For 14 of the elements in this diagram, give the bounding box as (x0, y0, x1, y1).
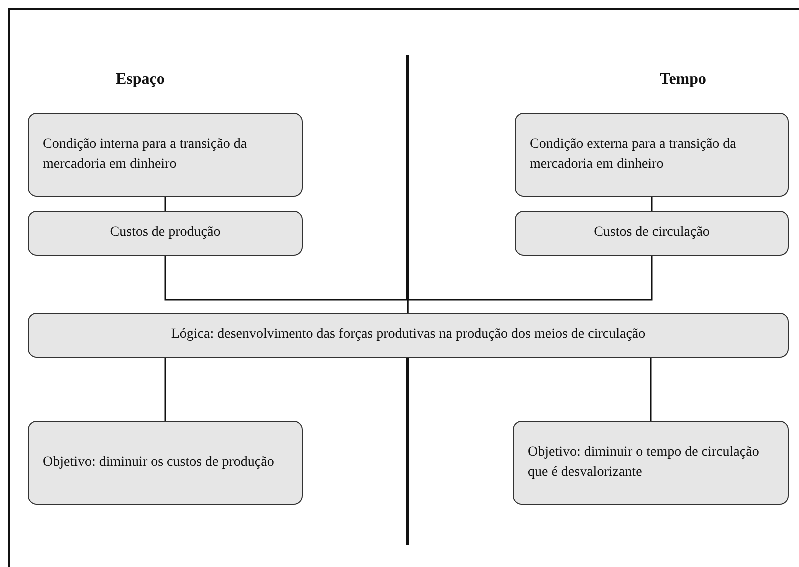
column-heading: Tempo (660, 71, 707, 89)
process-box: Objetivo: diminuir os custos de produção (28, 421, 303, 505)
connector-line (651, 197, 653, 211)
process-box: Lógica: desenvolvimento das forças produtivas na produção dos meios de circulação (28, 313, 789, 358)
process-box: Condição externa para a transição da mercadoria em dinheiro (515, 113, 789, 197)
process-box: Custos de circulação (515, 211, 789, 256)
connector-line (164, 358, 166, 421)
process-box: Condição interna para a transição da mercadoria em dinheiro (28, 113, 303, 197)
process-box: Custos de produção (28, 211, 303, 256)
column-heading: Espaço (116, 71, 165, 89)
connector-line (407, 256, 653, 313)
process-box: Objetivo: diminuir o tempo de circulação que é desvalorizante (513, 421, 789, 505)
connector-line (650, 358, 652, 421)
connector-line (164, 197, 166, 211)
